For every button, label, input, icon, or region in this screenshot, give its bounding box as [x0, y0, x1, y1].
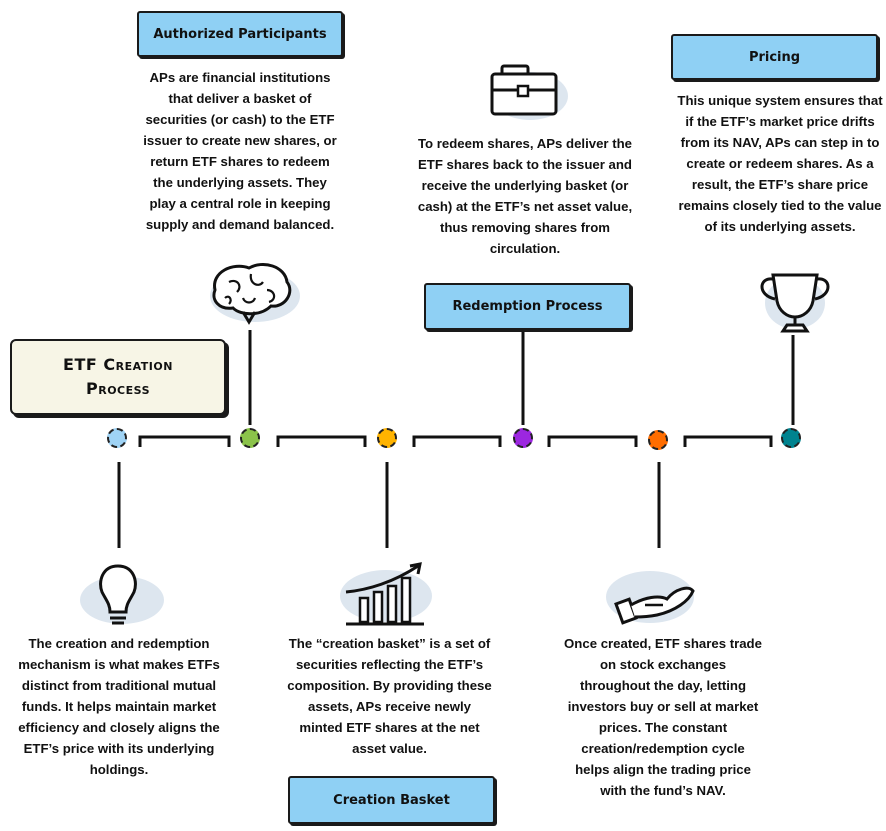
label-pricing: Pricing [671, 34, 878, 80]
timeline-segment-2 [276, 435, 367, 447]
label-authorized-participants-text: Authorized Participants [153, 26, 327, 42]
label-authorized-participants: Authorized Participants [137, 11, 343, 57]
hand-icon [606, 571, 695, 625]
growth-chart-icon [340, 562, 432, 626]
timeline-segment-3 [412, 435, 502, 447]
timeline-segment-5 [683, 435, 773, 447]
timeline-node-1 [107, 428, 127, 448]
desc-authorized-participants: APs are financial institutions that deli… [143, 70, 337, 232]
label-redemption-process: Redemption Process [424, 283, 631, 330]
desc-redemption: To redeem shares, APs deliver the ETF sh… [417, 136, 633, 256]
timeline-segment-4 [547, 435, 638, 447]
trophy-icon [760, 273, 830, 333]
timeline-node-4 [513, 428, 533, 448]
desc-trading: Once created, ETF shares trade on stock … [564, 636, 762, 798]
timeline-node-3 [377, 428, 397, 448]
desc-mechanism: The creation and redemption mechanism is… [18, 636, 220, 777]
desc-pricing: This unique system ensures that if the E… [677, 93, 883, 234]
desc-creation-basket: The “creation basket” is a set of securi… [287, 636, 492, 756]
label-creation-basket: Creation Basket [288, 776, 495, 824]
timeline-node-2 [240, 428, 260, 448]
page-title: ETF Creation Process [10, 339, 226, 415]
label-redemption-process-text: Redemption Process [452, 299, 603, 314]
label-pricing-text: Pricing [748, 49, 801, 65]
brain-icon [210, 263, 300, 325]
title-text: ETF Creation Process [63, 355, 173, 398]
briefcase-icon [490, 64, 568, 120]
timeline-node-6 [781, 428, 801, 448]
timeline-node-5 [648, 430, 668, 450]
lightbulb-icon [80, 564, 164, 625]
label-creation-basket-text: Creation Basket [333, 792, 450, 808]
timeline-segment-1 [138, 435, 231, 447]
